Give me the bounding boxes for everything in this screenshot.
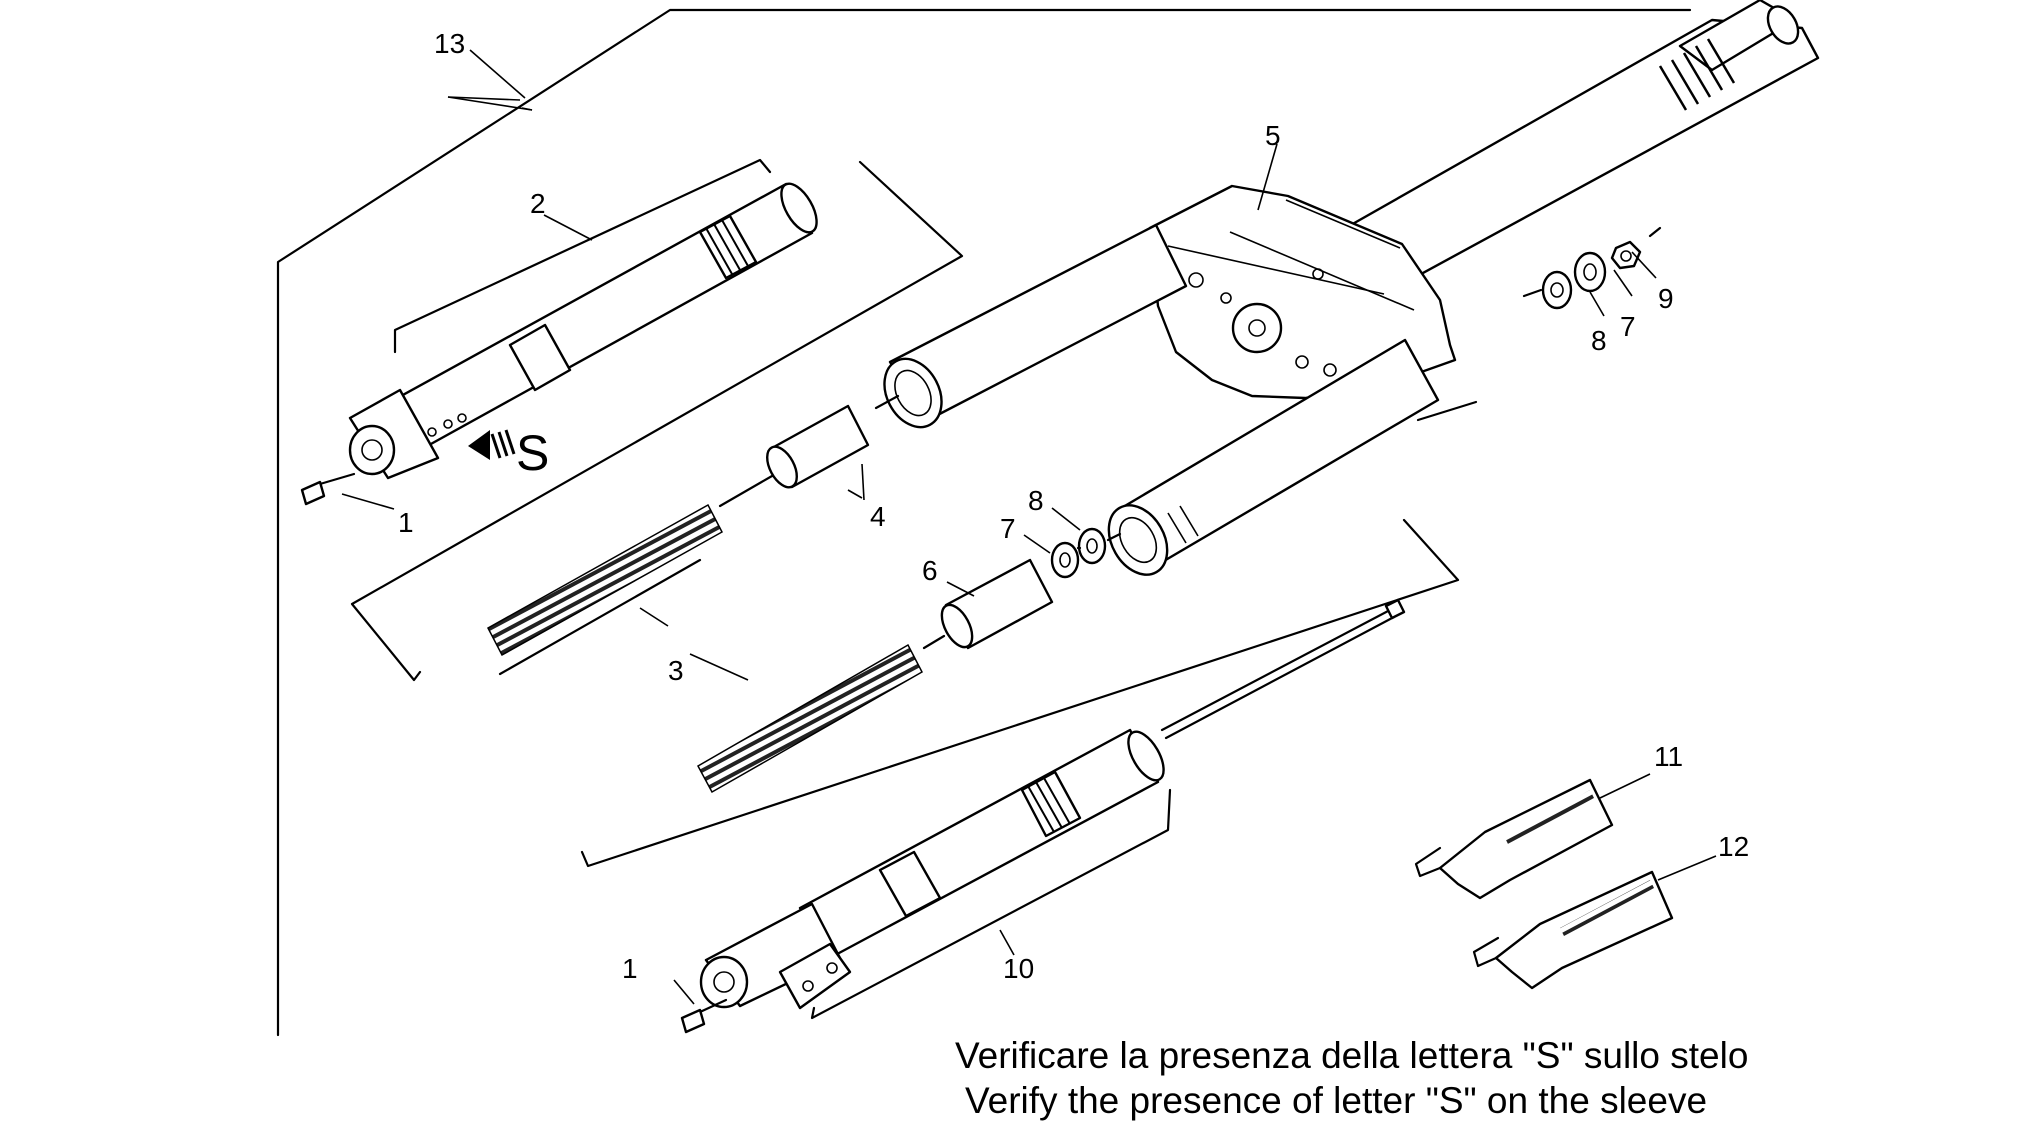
callout-labels: 13 2 5 1 4 3 6 7 8 8 7 9 10 1 11 12 S <box>398 28 1749 984</box>
fork-guard-11 <box>1414 778 1614 900</box>
fork-guard-12 <box>1472 870 1674 990</box>
callout-7-upper: 7 <box>1620 311 1636 342</box>
callout-11: 11 <box>1654 741 1683 772</box>
fork-leg-lower <box>680 598 1406 1034</box>
callout-2: 2 <box>530 188 546 219</box>
s-arrow-icon <box>468 429 516 460</box>
callout-5: 5 <box>1265 120 1281 151</box>
note-english: Verify the presence of letter "S" on the… <box>965 1080 1708 1121</box>
assembly-guide-lines <box>350 158 1662 1020</box>
fork-leg-upper <box>300 182 818 506</box>
spacer-4 <box>766 404 870 489</box>
callout-13: 13 <box>434 28 465 59</box>
callout-3: 3 <box>668 655 684 686</box>
callout-8-upper: 8 <box>1591 325 1607 356</box>
callout-7-lower: 7 <box>1000 513 1016 544</box>
note-italian: Verificare la presenza della lettera "S"… <box>955 1035 1749 1076</box>
callout-4: 4 <box>870 501 886 532</box>
leader-lines <box>341 49 1717 1005</box>
bracket-13 <box>276 8 1692 1037</box>
fork-spring-upper <box>486 503 724 657</box>
spacer-6 <box>940 558 1054 650</box>
marker-s: S <box>516 425 549 481</box>
callout-12: 12 <box>1718 831 1749 862</box>
fork-spring-lower <box>696 643 923 794</box>
callout-1-lower: 1 <box>622 953 638 984</box>
callout-8-lower: 8 <box>1028 485 1044 516</box>
fork-crown-stem <box>883 0 1820 576</box>
washers-7-8-lower <box>1050 527 1107 579</box>
callout-10: 10 <box>1003 953 1034 984</box>
hardware-7-8-9 <box>1541 240 1642 310</box>
callout-6: 6 <box>922 555 938 586</box>
callout-9: 9 <box>1658 283 1674 314</box>
callout-1-upper: 1 <box>398 507 414 538</box>
